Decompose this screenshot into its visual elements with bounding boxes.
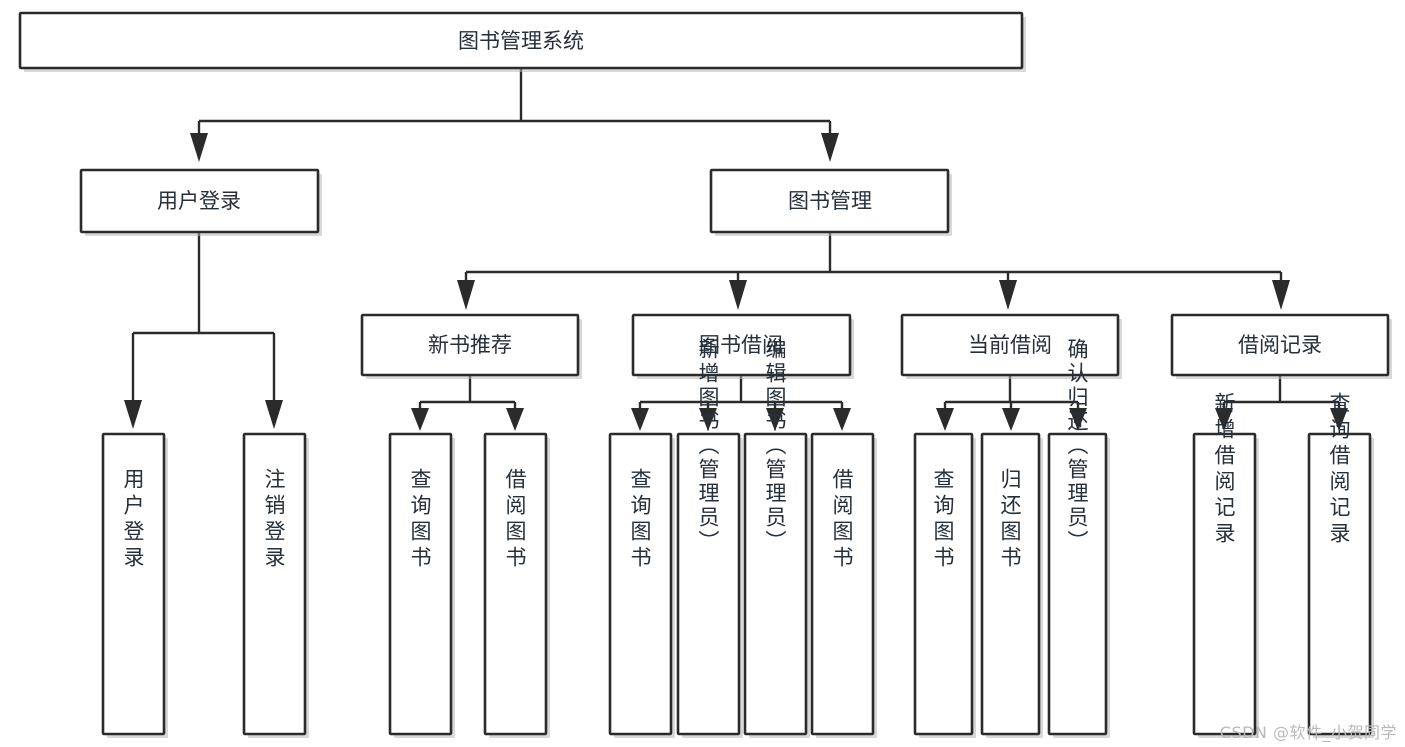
arrow-head-record-leaf1 <box>1215 408 1233 431</box>
arrow-head-borrow-leaf3 <box>766 408 784 431</box>
node-user-login[interactable]: 用户登录 <box>79 168 322 236</box>
arrow-head-to-borrow-record <box>1272 280 1290 310</box>
arrow-head-newbook-leaf1 <box>411 408 429 431</box>
leaf-query-borrow-record[interactable]: 查询借阅记录 <box>1307 392 1374 738</box>
node-root-system-label: 图书管理系统 <box>458 29 584 53</box>
node-book-management-label: 图书管理 <box>788 189 872 213</box>
leaf-query-book-newbook[interactable]: 查询图书 <box>388 432 455 738</box>
leaf-confirm-return-admin[interactable]: 确认归还（管理员） <box>1047 338 1110 738</box>
leaf-return-book[interactable]: 归还图书 <box>980 432 1043 738</box>
arrow-head-to-leaf-user-login <box>124 400 142 429</box>
arrow-head-to-user-login <box>190 133 208 162</box>
arrow-head-to-leaf-logout <box>265 400 283 429</box>
leaf-add-book-admin[interactable]: 新增图书（管理员） <box>676 338 743 738</box>
leaf-user-login[interactable]: 用户登录 <box>101 432 168 738</box>
leaf-add-book-admin-label: 新增图书（管理员） <box>696 338 720 554</box>
arrow-head-borrow-leaf1 <box>631 408 649 431</box>
node-new-book-recommend[interactable]: 新书推荐 <box>360 313 582 379</box>
node-current-borrow-label: 当前借阅 <box>968 333 1052 357</box>
node-new-book-recommend-label: 新书推荐 <box>428 333 512 357</box>
arrow-head-borrow-leaf2 <box>699 408 717 431</box>
arrow-head-current-leaf1 <box>936 408 954 431</box>
arrow-head-record-leaf2 <box>1330 408 1348 431</box>
leaf-logout[interactable]: 注销登录 <box>242 432 309 738</box>
node-book-borrow-label: 图书借阅 <box>699 333 783 357</box>
node-borrow-record[interactable]: 借阅记录 <box>1170 313 1392 379</box>
arrow-head-newbook-leaf2 <box>506 408 524 431</box>
node-book-management[interactable]: 图书管理 <box>709 168 952 236</box>
leaf-borrow-book-borrow[interactable]: 借阅图书 <box>810 432 877 738</box>
leaf-query-book-current-label: 查询图书 <box>931 468 955 572</box>
leaf-edit-book-admin-label: 编辑图书（管理员） <box>763 338 787 554</box>
arrow-head-to-book-borrow <box>729 280 747 310</box>
leaf-borrow-book-newbook-label: 借阅图书 <box>503 468 527 572</box>
node-root-system[interactable]: 图书管理系统 <box>18 11 1026 72</box>
leaf-edit-book-admin[interactable]: 编辑图书（管理员） <box>743 338 810 738</box>
arrow-head-to-new-book <box>457 280 475 310</box>
leaf-query-book-borrow-label: 查询图书 <box>628 468 652 572</box>
node-borrow-record-label: 借阅记录 <box>1238 333 1322 357</box>
leaf-query-book-current[interactable]: 查询图书 <box>913 432 976 738</box>
leaf-query-borrow-record-label: 查询借阅记录 <box>1327 392 1351 548</box>
leaf-add-borrow-record[interactable]: 新增借阅记录 <box>1192 392 1259 738</box>
leaf-borrow-book-newbook[interactable]: 借阅图书 <box>483 432 550 738</box>
node-current-borrow[interactable]: 当前借阅 <box>900 313 1122 379</box>
leaf-query-book-borrow[interactable]: 查询图书 <box>608 432 675 738</box>
leaf-confirm-return-admin-label: 确认归还（管理员） <box>1065 338 1089 554</box>
arrow-head-to-book-management <box>821 133 839 162</box>
leaf-add-borrow-record-label: 新增借阅记录 <box>1212 392 1236 548</box>
arrow-head-to-current-borrow <box>999 280 1017 310</box>
leaf-return-book-label: 归还图书 <box>998 468 1022 572</box>
node-book-borrow[interactable]: 图书借阅 <box>631 313 854 379</box>
leaf-logout-label: 注销登录 <box>262 468 286 572</box>
arrow-head-current-leaf2 <box>1002 408 1020 431</box>
leaf-query-book-newbook-label: 查询图书 <box>408 468 432 572</box>
node-user-login-label: 用户登录 <box>157 189 241 213</box>
leaf-borrow-book-borrow-label: 借阅图书 <box>830 468 854 572</box>
arrow-head-current-leaf3 <box>1069 408 1087 431</box>
leaf-user-login-label: 用户登录 <box>121 468 145 572</box>
arrow-head-borrow-leaf4 <box>833 408 851 431</box>
connector-layer <box>124 68 1348 431</box>
